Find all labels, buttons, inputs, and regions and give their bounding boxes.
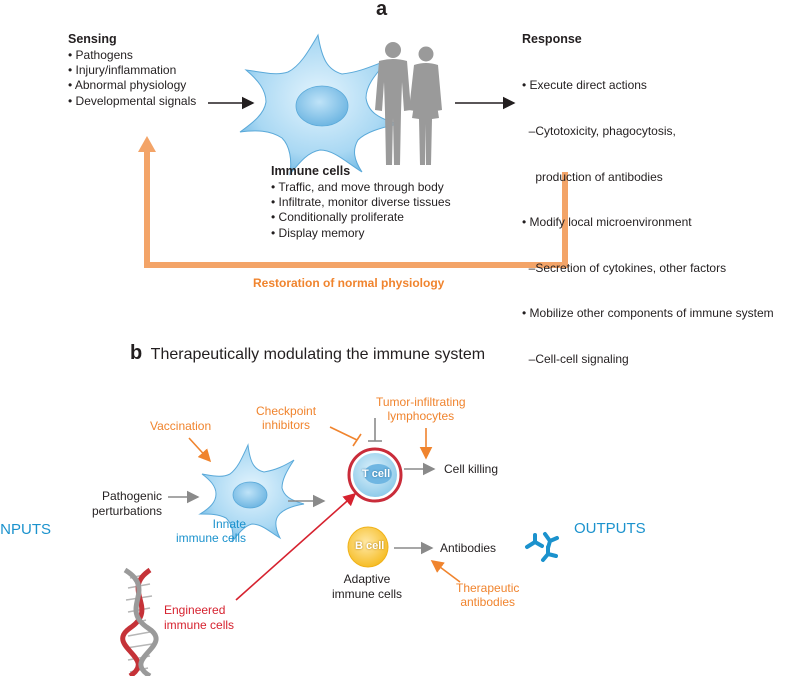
t-cell-icon	[347, 447, 403, 503]
therapeutic-line: Therapeutic	[456, 581, 520, 595]
therapeutic-antibodies-arrow	[430, 560, 461, 583]
innate-line: immune cells	[176, 531, 247, 545]
til-line: Tumor-infiltrating	[376, 395, 466, 409]
pathogenic-line: perturbations	[92, 504, 163, 518]
checkpoint-arrow	[329, 426, 358, 441]
innate-line: Innate	[212, 517, 247, 531]
t-cell-label: T cell	[362, 468, 391, 480]
b-cell-icon	[347, 526, 389, 568]
sensing-item: • Developmental signals	[68, 93, 197, 108]
engineered-to-tcell-arrow	[235, 492, 357, 601]
engineered-label: Engineered immune cells	[164, 603, 234, 633]
engineered-line: Engineered	[164, 603, 226, 617]
til-label: Tumor-infiltrating lymphocytes	[376, 395, 466, 423]
response-title: Response	[522, 32, 582, 46]
til-line: lymphocytes	[387, 409, 455, 423]
adaptive-line: Adaptive	[343, 572, 391, 586]
restoration-loop-arrow	[144, 150, 568, 268]
response-item: • Modify local microenvironment	[522, 215, 692, 230]
dendritic-cell-large-icon	[239, 33, 400, 176]
restoration-loop-arrowhead	[138, 136, 156, 152]
pathogenic-label: Pathogenic perturbations	[92, 489, 162, 519]
response-item: • Execute direct actions	[522, 78, 647, 93]
immune-cells-list: • Traffic, and move through body • Infil…	[271, 180, 451, 241]
response-item: production of antibodies	[522, 169, 663, 184]
innate-dendritic-cell-icon	[198, 443, 305, 543]
immune-item: • Traffic, and move through body	[271, 180, 444, 194]
immune-cells-title: Immune cells	[271, 164, 351, 178]
sensing-list: • Pathogens • Injury/inflammation • Abno…	[68, 48, 196, 109]
antibody-icon	[525, 532, 559, 562]
adaptive-line: immune cells	[332, 587, 403, 601]
checkpoint-label: Checkpoint inhibitors	[256, 404, 316, 432]
checkpoint-line: Checkpoint	[256, 404, 317, 418]
human-silhouettes-icon	[375, 42, 442, 165]
sensing-item: • Abnormal physiology	[68, 78, 187, 93]
panel-a-label: a	[376, 0, 388, 20]
pathogenic-line: Pathogenic	[102, 489, 163, 503]
cell-killing-label: Cell killing	[444, 462, 499, 476]
panel-b-label: b	[130, 342, 143, 364]
sensing-item: • Injury/inflammation	[68, 63, 177, 78]
checkpoint-arrow-bar	[352, 433, 362, 447]
adaptive-label: Adaptive immune cells	[332, 572, 402, 602]
therapeutic-label: Therapeutic antibodies	[456, 581, 519, 609]
vaccination-arrow	[188, 437, 212, 463]
sensing-title: Sensing	[68, 32, 117, 46]
restoration-label: Restoration of normal physiology	[253, 276, 445, 290]
response-item: –Cytotoxicity, phagocytosis,	[522, 124, 676, 139]
vaccination-label: Vaccination	[150, 419, 212, 433]
panel-b-title: Therapeutically modulating the immune sy…	[150, 346, 486, 363]
antibodies-label: Antibodies	[440, 541, 497, 555]
sensing-item: • Pathogens	[68, 48, 133, 62]
immune-item: • Conditionally proliferate	[271, 210, 404, 225]
response-item: • Mobilize other components of immune sy…	[522, 306, 774, 321]
outputs-label: OUTPUTS	[574, 520, 646, 537]
therapeutic-line: antibodies	[460, 595, 516, 609]
checkpoint-line: inhibitors	[262, 418, 311, 432]
dna-helix-icon	[120, 567, 159, 676]
response-item: –Cell-cell signaling	[522, 352, 629, 367]
response-list: • Execute direct actions –Cytotoxicity, …	[522, 48, 774, 382]
innate-label: Innate immune cells	[176, 517, 246, 545]
b-cell-label: B cell	[355, 540, 385, 552]
inputs-label: INPUTS	[0, 521, 52, 538]
response-item: –Secretion of cytokines, other factors	[522, 260, 727, 275]
immune-item: • Display memory	[271, 225, 365, 240]
immune-item: • Infiltrate, monitor diverse tissues	[271, 195, 451, 210]
engineered-line: immune cells	[164, 618, 235, 632]
panel-b-heading: b Therapeutically modulating the immune …	[130, 343, 485, 365]
